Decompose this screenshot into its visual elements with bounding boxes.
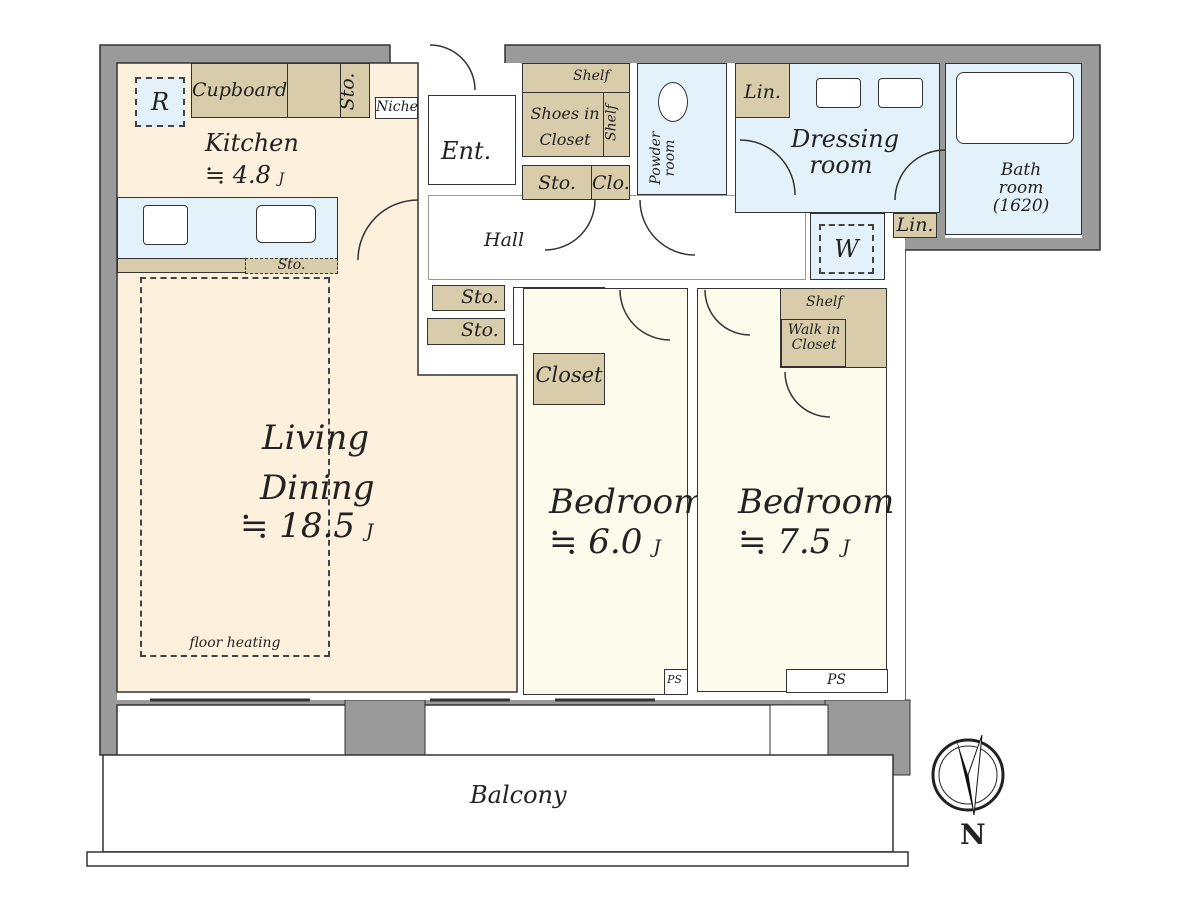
washer-area: W xyxy=(810,213,885,280)
storage-label: Sto. xyxy=(461,319,499,341)
bedroom-1-label: Bedroom xyxy=(549,482,706,522)
kitchen-size-value: ≒ 4.8 xyxy=(205,161,271,189)
shelf-label: Shelf xyxy=(573,68,610,84)
linen-label: Lin. xyxy=(744,81,781,103)
north-compass-icon: N xyxy=(930,730,1010,850)
washbasin-icon xyxy=(816,78,861,108)
bedroom-1-size-value: ≒ 6.0 xyxy=(549,522,643,562)
bedroom-2-size-unit: J xyxy=(842,536,850,558)
pipe-space: PS xyxy=(786,669,888,693)
washer-space: W xyxy=(819,224,874,274)
linen-closet: Lin. xyxy=(893,213,937,238)
entrance[interactable]: Ent. xyxy=(428,95,516,185)
floor-heating-label: floor heating xyxy=(189,634,281,651)
door-icon xyxy=(784,371,831,418)
bedroom-1-size: ≒ 6.0 J xyxy=(549,522,661,562)
kitchen-label: Kitchen xyxy=(205,129,299,157)
shelf-label: Shelf xyxy=(806,294,843,310)
balcony-label: Balcony xyxy=(470,781,567,809)
shelf: Shelf xyxy=(603,92,630,157)
dining-label: Dining xyxy=(260,468,375,508)
storage: Sto. xyxy=(522,165,592,200)
walk-in-closet: Shelf Walk in Closet xyxy=(780,288,887,368)
shoes-closet-label: Shoes in Closet xyxy=(530,104,600,149)
shelf: Shelf xyxy=(522,63,630,93)
toilet-icon xyxy=(658,82,688,122)
sink-icon xyxy=(256,205,316,243)
pipe-space: PS xyxy=(664,669,688,695)
bedroom-1: Bedroom ≒ 6.0 J PS xyxy=(523,288,705,695)
door-icon xyxy=(357,199,419,261)
kitchen-size-unit: J xyxy=(278,171,285,187)
floor-heating-area: floor heating xyxy=(140,277,330,657)
cupboard-label: Cupboard xyxy=(192,79,288,101)
bedroom-2-label: Bedroom xyxy=(738,482,895,522)
door-icon xyxy=(739,139,796,196)
door-icon xyxy=(704,289,751,336)
kitchen-storage: Sto. xyxy=(336,63,370,118)
counter-storage: Sto. xyxy=(245,257,338,274)
niche-label: Niche xyxy=(376,99,418,115)
stove-icon xyxy=(143,205,188,245)
cupboard-section xyxy=(287,63,341,118)
bathroom-name: Bath room xyxy=(998,160,1044,198)
entry-door-icon xyxy=(429,44,476,91)
door-icon xyxy=(619,289,671,341)
walk-in-closet-inner: Walk in Closet xyxy=(781,319,846,367)
bathroom-label: Bath room(1620) xyxy=(986,160,1056,216)
living-size-unit: J xyxy=(365,520,374,542)
refrigerator-space: R xyxy=(135,77,185,127)
door-icon xyxy=(544,199,596,251)
compass-graphic xyxy=(931,734,1005,816)
living-size-value: ≒ 18.5 xyxy=(240,506,355,546)
storage-label: Sto. xyxy=(461,286,499,308)
bathtub-icon xyxy=(956,72,1074,144)
washer-label: W xyxy=(834,235,859,263)
dressing-room-label: Dressing room xyxy=(791,125,900,180)
washbasin-icon xyxy=(878,78,923,108)
bedroom-2-size: ≒ 7.5 J xyxy=(738,522,850,562)
hall-storage-1: Sto. xyxy=(432,285,505,311)
bedroom-1-size-unit: J xyxy=(653,536,661,558)
hall-label: Hall xyxy=(484,229,525,251)
bedroom-2-size-value: ≒ 7.5 xyxy=(738,522,832,562)
door-icon xyxy=(639,199,696,256)
closet-label: Closet xyxy=(535,363,603,387)
linen-label: Lin. xyxy=(896,214,934,236)
dressing-room: Dressing room xyxy=(735,63,940,213)
storage-label: Sto. xyxy=(538,172,576,194)
compass-north-label: N xyxy=(960,818,986,851)
linen-closet: Lin. xyxy=(735,63,790,118)
living-size: ≒ 18.5 J xyxy=(240,506,374,546)
entrance-label: Ent. xyxy=(441,137,492,165)
cupboard: Cupboard xyxy=(191,63,288,118)
door-icon xyxy=(894,149,946,201)
closet-small: Clo. xyxy=(591,165,630,200)
ps-label: PS xyxy=(827,672,847,688)
bathroom-size: (1620) xyxy=(992,195,1050,216)
kitchen-counter xyxy=(117,197,338,259)
living-label: Living xyxy=(262,418,370,458)
niche: Niche xyxy=(375,97,418,119)
kitchen-size: ≒ 4.8 J xyxy=(205,162,284,188)
bathroom: Bath room(1620) xyxy=(945,63,1082,235)
closet-label: Clo. xyxy=(592,172,630,194)
powder-room: Powder room xyxy=(637,63,727,195)
closet: Closet xyxy=(533,353,605,405)
walk-in-closet-label: Walk in Closet xyxy=(787,322,841,354)
ps-label: PS xyxy=(667,673,682,686)
storage-label: Sto. xyxy=(277,257,306,273)
hall-storage-2: Sto. xyxy=(427,318,505,345)
refrigerator-label: R xyxy=(150,88,170,116)
